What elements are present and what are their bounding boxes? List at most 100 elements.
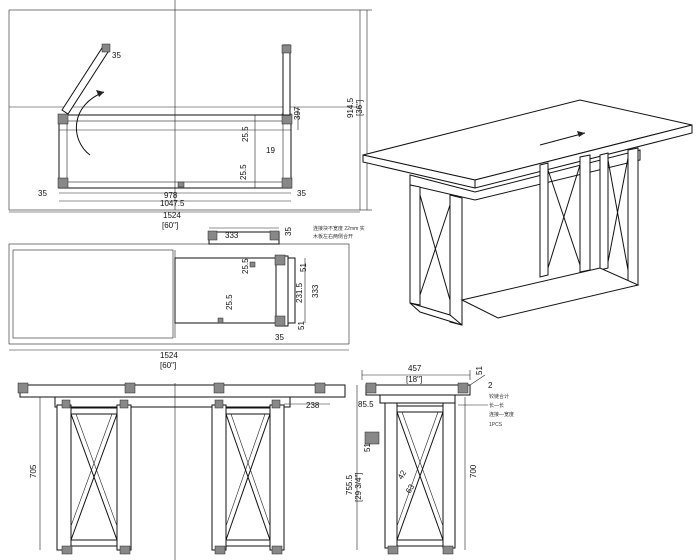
perspective-view xyxy=(362,99,693,326)
dim-51-mid-b: 51 xyxy=(297,321,306,330)
side-note-line-2: 长—长 xyxy=(489,402,504,409)
dim-1524-mid: 1524 xyxy=(160,351,178,360)
leg-post xyxy=(599,152,609,271)
top-view: 35 397 25.5 19 25.5 35 35 978 1047.5 152… xyxy=(8,0,372,230)
middle-view-frame xyxy=(8,243,350,345)
side-view: 457 [18"] 51 2 85.5 51 755.5 [29 3/4"] 7… xyxy=(345,364,514,555)
dim-35-mid-b: 35 xyxy=(275,333,284,342)
leg-post xyxy=(627,147,639,288)
middle-flap xyxy=(208,231,280,245)
top-frame-inner xyxy=(66,120,284,183)
front-rail xyxy=(70,407,118,415)
front-foot xyxy=(119,545,131,555)
middle-note-line-1: 连接块不宽度 22mm 实 xyxy=(313,225,365,232)
side-top-slab xyxy=(365,384,471,396)
dim-1524: 1524 xyxy=(163,211,181,220)
top-corner-block xyxy=(57,113,69,125)
top-corner-block xyxy=(281,177,293,189)
leg-post xyxy=(579,154,591,273)
dim-51-side-top: 51 xyxy=(475,366,484,375)
x-brace xyxy=(419,204,451,296)
dim-231: 231.5 xyxy=(295,282,304,303)
dim-397: 397 xyxy=(293,106,302,120)
leg-post xyxy=(409,184,421,306)
top-mid-block xyxy=(177,181,185,188)
x-brace xyxy=(607,157,629,263)
front-x-brace-edge xyxy=(230,413,271,527)
front-view: 238 705 xyxy=(17,382,346,560)
front-hinge-block xyxy=(214,399,224,409)
front-x-brace xyxy=(225,413,271,541)
front-top-slab xyxy=(19,384,346,398)
swing-arrow xyxy=(75,91,105,156)
dim-2: 2 xyxy=(488,381,493,390)
middle-flap-block xyxy=(269,230,280,241)
middle-flap-block xyxy=(207,230,218,241)
front-top-block xyxy=(213,382,225,394)
front-top-block xyxy=(124,382,136,394)
dim-457: 457 xyxy=(408,364,422,373)
front-hinge-block xyxy=(271,399,281,409)
side-x-brace xyxy=(396,411,444,541)
dim-35-hinge: 35 xyxy=(112,51,121,60)
leg-post xyxy=(539,162,549,278)
side-note-line-4: 1PCS xyxy=(489,422,503,428)
dim-51-mid-a: 51 xyxy=(299,263,308,272)
fixed-leg xyxy=(282,44,291,116)
middle-view: 333 35 连接块不宽度 22mm 实 木板左右两侧合开 25.5 51 23… xyxy=(8,225,365,370)
side-note-line-1: 铰链合计 xyxy=(489,393,509,400)
middle-panel-left xyxy=(12,249,174,339)
front-post xyxy=(56,404,72,551)
front-top-block xyxy=(314,382,326,394)
dim-85: 85.5 xyxy=(358,400,374,409)
front-post xyxy=(269,404,285,551)
side-note-line-3: 连接—宽度 xyxy=(489,411,514,418)
leg-post xyxy=(449,194,463,326)
side-x-brace-edge xyxy=(401,411,444,527)
top-arrow-head xyxy=(577,131,585,137)
side-detail-section xyxy=(364,431,380,445)
front-apron xyxy=(54,396,291,408)
front-top-block xyxy=(17,382,29,394)
front-rail xyxy=(225,539,271,547)
dim-25-5-mid-b: 25.5 xyxy=(225,294,234,310)
dim-19: 19 xyxy=(266,146,275,155)
dim-755: 755.5 xyxy=(345,474,354,495)
front-rail xyxy=(70,539,118,547)
x-brace xyxy=(607,159,629,271)
front-foot xyxy=(214,545,226,555)
side-rail xyxy=(396,539,444,547)
dim-35-left: 35 xyxy=(38,189,47,198)
bottom-stretcher xyxy=(460,267,640,319)
x-brace xyxy=(419,194,451,301)
top-corner-block xyxy=(57,177,69,189)
front-hinge-block xyxy=(61,399,71,409)
dim-1047: 1047.5 xyxy=(160,199,185,208)
swing-leg-block xyxy=(101,43,111,53)
side-x-brace-edge xyxy=(396,411,439,527)
front-x-brace-edge xyxy=(70,413,113,527)
swing-arrow-head xyxy=(96,90,104,97)
side-foot xyxy=(442,545,454,555)
dim-25-5-mid-a: 25.5 xyxy=(241,258,250,274)
middle-note-line-2: 木板左右两侧合开 xyxy=(313,233,353,240)
side-top-block xyxy=(457,382,469,394)
dim-700: 700 xyxy=(469,464,478,478)
side-post xyxy=(384,402,398,549)
leg-foot xyxy=(409,302,463,326)
dim-705: 705 xyxy=(29,464,38,478)
side-rail xyxy=(396,405,444,413)
dim-25-5-a: 25.5 xyxy=(241,126,250,142)
dim-63: 63 xyxy=(404,482,417,495)
middle-frame xyxy=(174,257,296,324)
dim-51-side-mid: 51 xyxy=(363,443,372,452)
x-brace xyxy=(547,164,581,269)
front-rail xyxy=(225,407,271,415)
middle-leg xyxy=(275,255,289,327)
front-x-brace-edge xyxy=(75,413,118,527)
dim-35-mid: 35 xyxy=(284,227,293,236)
front-x-brace xyxy=(70,413,118,541)
dim-42: 42 xyxy=(396,468,409,481)
dim-25-5-b: 25.5 xyxy=(239,164,248,180)
